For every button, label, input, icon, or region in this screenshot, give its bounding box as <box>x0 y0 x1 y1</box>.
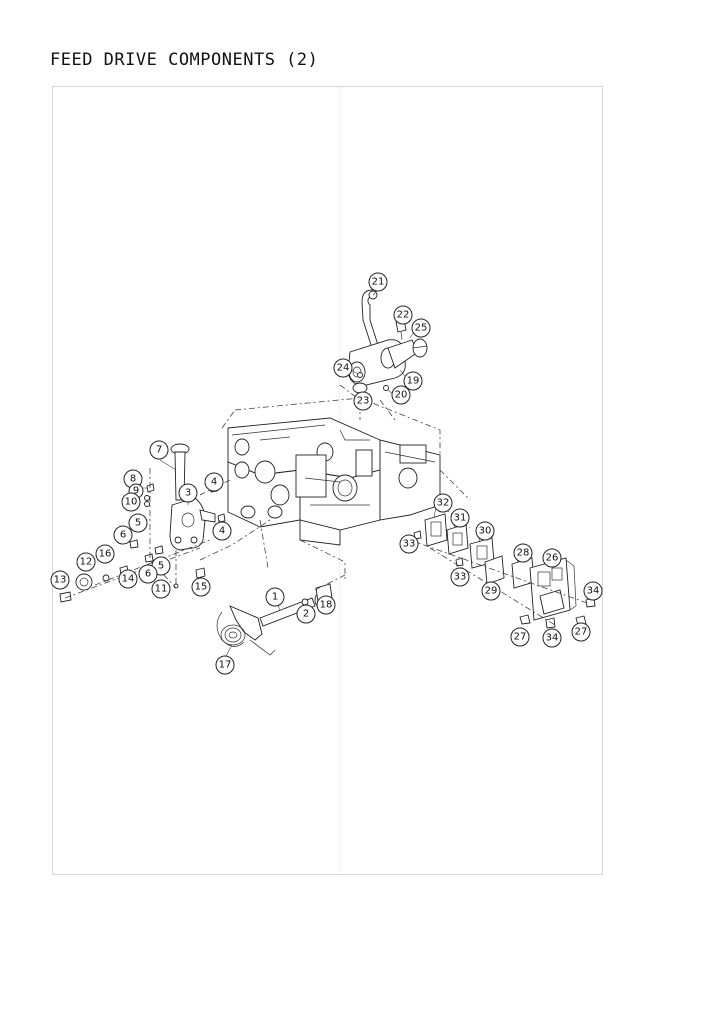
callout-30: 30 <box>475 521 495 541</box>
svg-text:22: 22 <box>397 310 410 321</box>
svg-text:26: 26 <box>546 553 559 564</box>
callout-4a: 4 <box>204 472 224 492</box>
callout-6b: 6 <box>138 564 158 584</box>
svg-text:9: 9 <box>133 486 139 497</box>
svg-text:6: 6 <box>145 569 151 580</box>
callout-16: 16 <box>95 544 115 564</box>
callout-20: 20 <box>391 385 411 405</box>
svg-text:29: 29 <box>485 586 498 597</box>
callout-29: 29 <box>481 581 501 601</box>
callout-34a: 34 <box>583 581 603 601</box>
svg-text:25: 25 <box>415 323 428 334</box>
callout-33b: 33 <box>450 567 470 587</box>
svg-text:19: 19 <box>407 376 420 387</box>
callout-24: 24 <box>333 358 353 378</box>
svg-text:14: 14 <box>122 574 135 585</box>
callout-21: 21 <box>368 272 388 292</box>
svg-text:13: 13 <box>54 575 67 586</box>
svg-text:34: 34 <box>546 633 559 644</box>
svg-text:33: 33 <box>454 572 467 583</box>
svg-text:4: 4 <box>211 477 217 488</box>
svg-text:20: 20 <box>395 390 408 401</box>
svg-text:11: 11 <box>155 584 168 595</box>
callout-11: 11 <box>151 579 171 599</box>
callout-27b: 27 <box>571 622 591 642</box>
callout-1: 1 <box>265 587 285 607</box>
page-title: FEED DRIVE COMPONENTS (2) <box>50 50 319 70</box>
diagram-frame <box>52 86 603 875</box>
feed-shaft-assembly <box>216 574 346 656</box>
svg-text:17: 17 <box>219 660 232 671</box>
callout-14: 14 <box>118 569 138 589</box>
svg-text:31: 31 <box>454 513 467 524</box>
svg-text:16: 16 <box>99 549 112 560</box>
svg-text:27: 27 <box>575 627 588 638</box>
callout-32: 32 <box>433 493 453 513</box>
svg-text:8: 8 <box>130 474 136 485</box>
svg-text:5: 5 <box>158 561 164 572</box>
callout-23: 23 <box>353 391 373 411</box>
svg-text:12: 12 <box>80 557 93 568</box>
svg-text:27: 27 <box>514 632 527 643</box>
callout-25: 25 <box>411 318 431 338</box>
callout-19: 19 <box>403 371 423 391</box>
callout-15: 15 <box>191 577 211 597</box>
upper-feed-arm-assembly <box>339 289 428 420</box>
callout-4b: 4 <box>212 521 232 541</box>
svg-text:33: 33 <box>403 539 416 550</box>
svg-text:23: 23 <box>357 396 370 407</box>
svg-text:5: 5 <box>135 518 141 529</box>
svg-text:2: 2 <box>303 609 309 620</box>
callout-17: 17 <box>215 655 235 675</box>
svg-text:24: 24 <box>337 363 350 374</box>
svg-text:7: 7 <box>156 445 162 456</box>
callout-7: 7 <box>149 440 169 460</box>
callout-12: 12 <box>76 552 96 572</box>
callout-2: 2 <box>296 604 316 624</box>
callout-22: 22 <box>393 305 413 325</box>
callout-27a: 27 <box>510 627 530 647</box>
svg-text:3: 3 <box>185 488 191 499</box>
svg-text:21: 21 <box>372 277 385 288</box>
machine-frame-housing <box>199 397 471 580</box>
callout-33a: 33 <box>399 534 419 554</box>
svg-text:1: 1 <box>272 592 278 603</box>
svg-text:28: 28 <box>517 548 530 559</box>
svg-text:15: 15 <box>195 582 208 593</box>
callout-5a: 5 <box>128 513 148 533</box>
svg-text:30: 30 <box>479 526 492 537</box>
svg-text:10: 10 <box>125 497 138 508</box>
callout-18: 18 <box>316 595 336 615</box>
callout-3: 3 <box>178 483 198 503</box>
callout-13: 13 <box>50 570 70 590</box>
callout-28: 28 <box>513 543 533 563</box>
svg-text:4: 4 <box>219 526 225 537</box>
svg-text:6: 6 <box>120 530 126 541</box>
svg-text:18: 18 <box>320 600 333 611</box>
svg-text:32: 32 <box>437 498 450 509</box>
callout-26: 26 <box>542 548 562 568</box>
callout-34b: 34 <box>542 628 562 648</box>
callout-6a: 6 <box>113 525 133 545</box>
side-cover-plate-assembly <box>409 504 596 629</box>
callout-10: 10 <box>121 492 141 512</box>
svg-text:34: 34 <box>587 586 600 597</box>
callout-31: 31 <box>450 508 470 528</box>
